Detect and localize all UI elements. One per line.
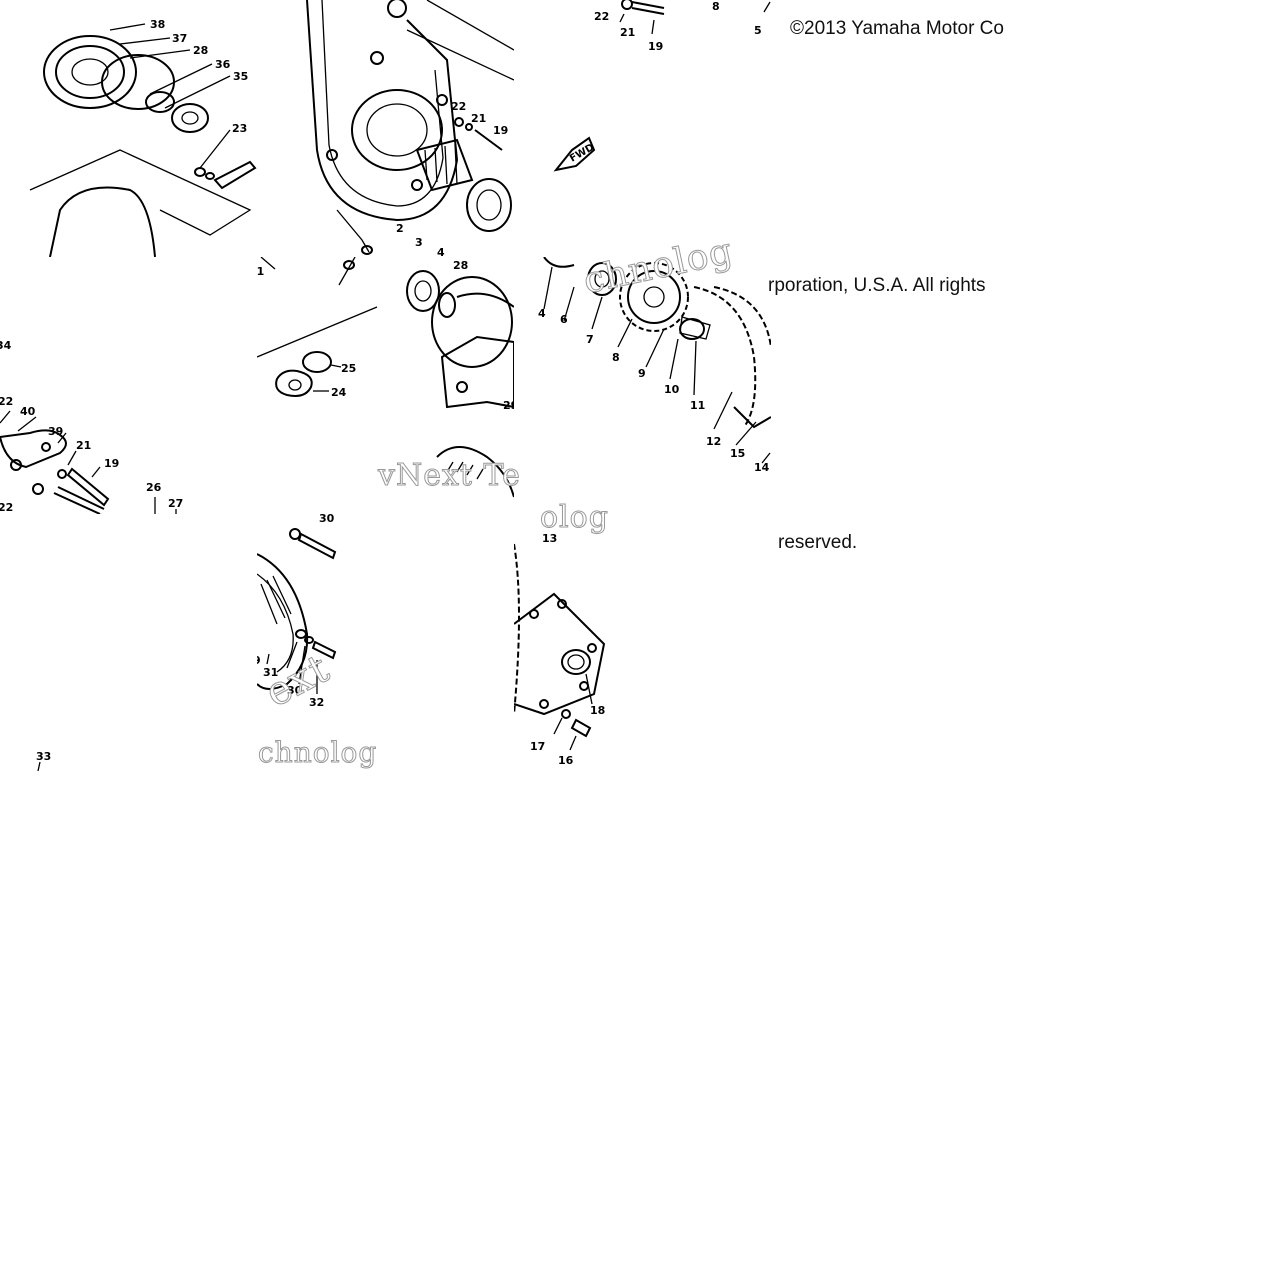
part-label: 28 xyxy=(193,44,208,57)
copyright-line-3: reserved. xyxy=(778,532,858,553)
part-label: 22 xyxy=(451,100,466,113)
part-label: 4 xyxy=(538,307,546,320)
part-label: 25 xyxy=(341,362,356,375)
part-label: 24 xyxy=(331,386,347,399)
part-label: 40 xyxy=(20,405,36,418)
diagram-tile-housing-bolt: 30 31 30 32 9 xyxy=(257,514,375,771)
part-label: 22 xyxy=(594,10,609,23)
part-label: 21 xyxy=(76,439,91,452)
diagram-tile-sprocket-chain: 6 7 8 9 10 11 12 15 14 4 xyxy=(514,257,771,514)
watermark-text: chnolog xyxy=(257,736,378,770)
part-label: 28 xyxy=(453,259,468,272)
part-label: 33 xyxy=(36,750,51,763)
part-label: 18 xyxy=(590,704,605,717)
part-label: 34 xyxy=(0,339,12,352)
part-label: 4 xyxy=(437,246,445,257)
part-label: 5 xyxy=(754,24,762,37)
part-label: 15 xyxy=(730,447,745,460)
part-label: 8 xyxy=(612,351,620,364)
part-label: 27 xyxy=(168,497,183,510)
part-label: 19 xyxy=(493,124,508,137)
part-label: 17 xyxy=(530,740,545,753)
part-label: 9 xyxy=(638,367,646,380)
svg-text:21: 21 xyxy=(257,265,264,278)
part-label: 3 xyxy=(415,236,423,249)
part-label: 19 xyxy=(648,40,663,53)
copyright-line-2: rporation, U.S.A. All rights xyxy=(768,275,986,296)
part-label: 29 xyxy=(503,399,514,412)
part-label: 16 xyxy=(558,754,574,767)
diagram-tile-fasteners: FWD 22 21 19 8 5 xyxy=(514,0,771,257)
part-label: 2 xyxy=(396,222,404,235)
part-label: 35 xyxy=(233,70,248,83)
copyright-line-1: ©2013 Yamaha Motor Co xyxy=(790,18,1004,39)
diagram-tile-plate-bolts: 34 22 40 39 21 19 26 27 22 xyxy=(0,257,257,514)
part-label: 30 xyxy=(319,514,335,525)
part-label: 38 xyxy=(150,18,165,31)
part-label: 31 xyxy=(263,666,278,679)
part-label: 9 xyxy=(257,654,261,667)
diagram-tile-cover-plate: 13 18 17 16 xyxy=(514,514,632,771)
part-label: 22 xyxy=(0,395,13,408)
part-label: 14 xyxy=(754,461,770,474)
part-label: 30 xyxy=(287,684,303,697)
diagram-tile-lower-left: 33 xyxy=(0,514,257,771)
watermark-text: vNext Te xyxy=(378,458,521,494)
watermark-text: olog xyxy=(540,500,609,536)
part-label: 23 xyxy=(232,122,247,135)
part-label: 21 xyxy=(471,112,486,125)
part-label: 8 xyxy=(712,0,720,13)
part-label: 22 xyxy=(0,501,13,514)
part-label: 37 xyxy=(172,32,187,45)
part-label: 36 xyxy=(215,58,231,71)
part-label: 19 xyxy=(104,457,119,470)
part-label: 21 xyxy=(620,26,635,39)
diagram-tile-seal-caps: 21 28 25 24 29 xyxy=(257,257,514,514)
part-label: 39 xyxy=(48,425,63,438)
diagram-tile-pulley-bearing: 38 37 28 36 35 23 xyxy=(0,0,257,257)
part-label: 26 xyxy=(146,481,162,494)
part-label: 32 xyxy=(309,696,324,709)
part-label: 13 xyxy=(542,532,557,545)
part-label: 11 xyxy=(690,399,705,412)
diagram-tile-casing: 22 21 19 2 3 4 xyxy=(257,0,514,257)
part-label: 6 xyxy=(560,313,568,326)
part-label: 12 xyxy=(706,435,721,448)
part-label: 10 xyxy=(664,383,680,396)
part-label: 7 xyxy=(586,333,594,346)
